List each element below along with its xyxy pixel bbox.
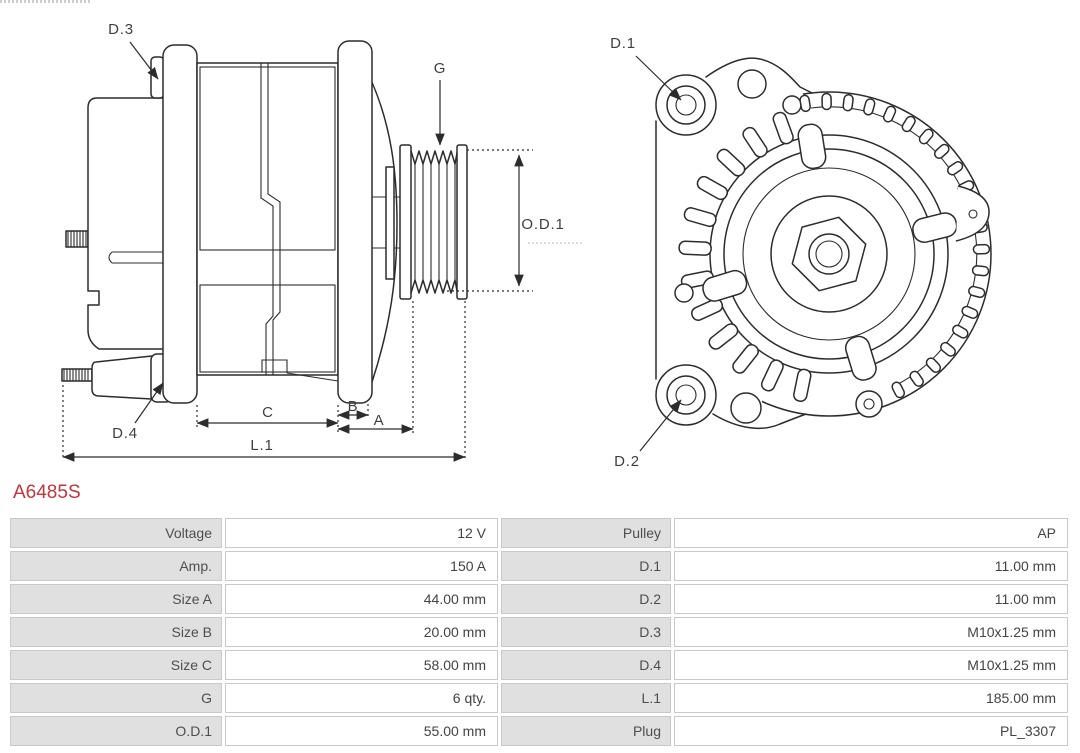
spec-value-cell: 44.00 mm	[225, 584, 498, 614]
dim-label-a: A	[374, 412, 385, 429]
spec-value-cell: 6 qty.	[225, 683, 498, 713]
spec-label-cell: Pulley	[501, 518, 671, 548]
dim-label-d4: D.4	[112, 425, 138, 442]
dim-label-b: B	[348, 398, 359, 415]
spec-value-cell: PL_3307	[674, 716, 1068, 746]
dim-a: A	[337, 412, 414, 434]
spec-label-cell: L.1	[501, 683, 671, 713]
spec-value-cell: 55.00 mm	[225, 716, 498, 746]
dim-b: B	[337, 398, 369, 420]
spec-label-cell: O.D.1	[10, 716, 222, 746]
spec-label-cell: Size C	[10, 650, 222, 680]
callout-g: G	[434, 60, 446, 146]
front-bracket-leg	[337, 40, 373, 404]
dim-label-d3: D.3	[108, 21, 134, 38]
terminal-cover	[91, 355, 153, 400]
spec-value-cell: M10x1.25 mm	[674, 650, 1068, 680]
dim-extension-lines	[62, 301, 466, 460]
spec-value-cell: 11.00 mm	[674, 551, 1068, 581]
spec-value-cell: 12 V	[225, 518, 498, 548]
dim-label-c: C	[262, 404, 274, 421]
dim-od1: O.D.1	[447, 149, 584, 292]
callout-d4: D.4	[112, 382, 164, 442]
page-top-dotted-fragment	[0, 0, 92, 3]
spec-value-cell: M10x1.25 mm	[674, 617, 1068, 647]
spec-value-cell: 11.00 mm	[674, 584, 1068, 614]
dim-l1: L.1	[62, 437, 466, 462]
spec-label-cell: Plug	[501, 716, 671, 746]
spec-label-cell: Voltage	[10, 518, 222, 548]
spec-label-cell: Size A	[10, 584, 222, 614]
part-number: A6485S	[13, 482, 81, 503]
rear-housing	[87, 97, 165, 350]
front-view-drawing: D.1 D.2	[610, 35, 992, 470]
dim-label-d2: D.2	[614, 453, 640, 470]
dim-label-g: G	[434, 60, 446, 77]
dim-c: C	[196, 404, 339, 428]
terminal-stud-lower	[61, 368, 93, 382]
spec-label-cell: D.2	[501, 584, 671, 614]
dim-label-d1: D.1	[610, 35, 636, 52]
pulley-side	[399, 144, 468, 300]
technical-drawings: O.D.1 G D.3 D.4 C B A	[61, 21, 992, 470]
spec-value-cell: 185.00 mm	[674, 683, 1068, 713]
callout-d1: D.1	[610, 35, 682, 101]
spec-label-cell: D.4	[501, 650, 671, 680]
rear-bracket-leg	[162, 44, 198, 404]
callout-d2: D.2	[614, 399, 682, 470]
spec-value-cell: 58.00 mm	[225, 650, 498, 680]
spec-value-cell: 150 A	[225, 551, 498, 581]
spec-label-cell: D.1	[501, 551, 671, 581]
callout-d3: D.3	[108, 21, 159, 80]
spec-label-cell: Size B	[10, 617, 222, 647]
side-view-drawing: O.D.1 G D.3 D.4 C B A	[61, 21, 584, 462]
spec-label-cell: Amp.	[10, 551, 222, 581]
spec-value-cell: 20.00 mm	[225, 617, 498, 647]
dim-label-l1: L.1	[250, 437, 273, 454]
spec-label-cell: D.3	[501, 617, 671, 647]
terminal-stud-upper	[65, 230, 89, 248]
hole-d2	[666, 375, 706, 415]
spec-value-cell: AP	[674, 518, 1068, 548]
fan-spokes	[702, 123, 958, 381]
dim-label-od1: O.D.1	[521, 216, 564, 233]
spec-label-cell: G	[10, 683, 222, 713]
